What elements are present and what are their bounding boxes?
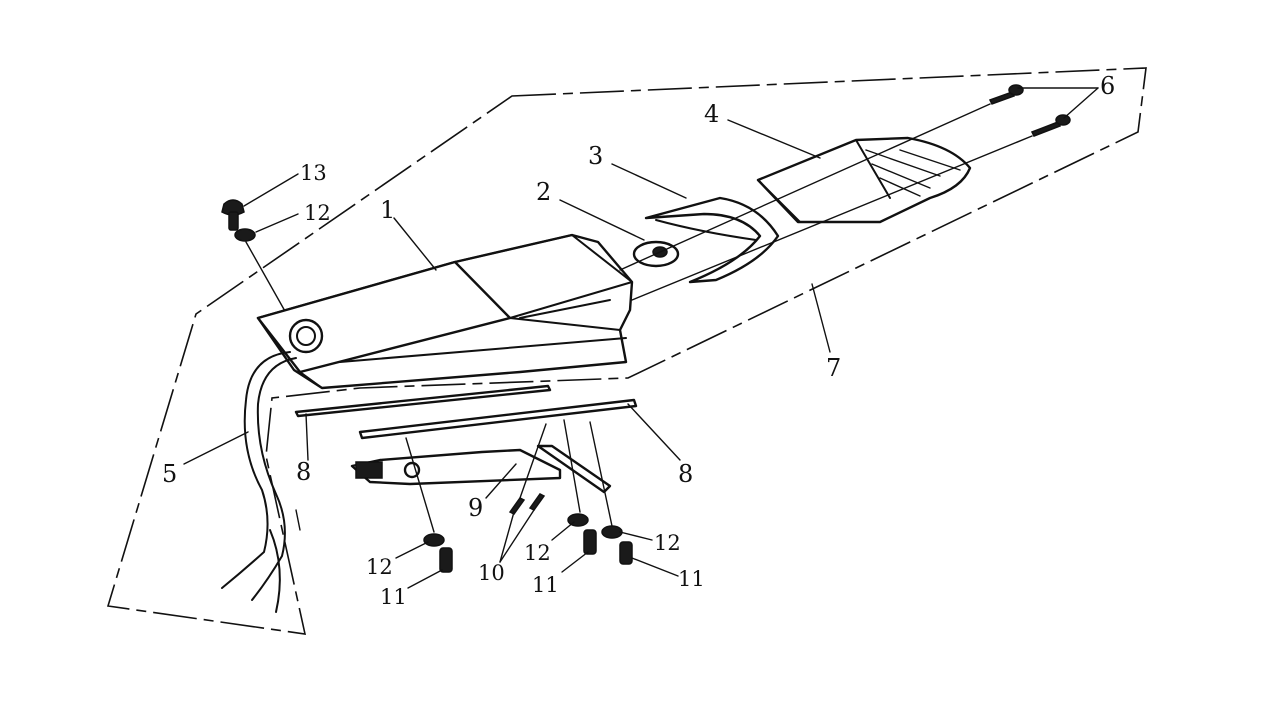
- part-8-trim-strips: [294, 384, 638, 440]
- callout-12-mid: 12: [524, 541, 551, 565]
- part-9-bracket: [350, 444, 612, 494]
- part-13-screw: [221, 199, 245, 231]
- part-6-screws: [988, 84, 1071, 137]
- part-3-gasket: [644, 196, 780, 284]
- callout-3: 3: [588, 142, 603, 170]
- callout-2: 2: [536, 178, 551, 206]
- assembly-boundary-outline: [106, 67, 1147, 635]
- part-10-screws: [508, 493, 546, 515]
- callout-7: 7: [826, 354, 841, 382]
- callout-12-left: 12: [366, 555, 393, 579]
- part-5-wiring-harness: [221, 351, 301, 613]
- callout-11-mid: 11: [532, 573, 559, 597]
- callout-12-right: 12: [654, 531, 681, 555]
- part-12-washer-top: [234, 228, 256, 242]
- callout-1: 1: [380, 196, 395, 224]
- callout-13: 13: [300, 161, 327, 185]
- part-1-light-housing: [256, 233, 634, 390]
- callout-4: 4: [704, 100, 719, 128]
- part-11-12-fasteners: [423, 513, 633, 573]
- callout-8-left: 8: [296, 458, 311, 486]
- callout-12-top: 12: [304, 201, 331, 225]
- callout-5: 5: [162, 460, 177, 488]
- callout-8-right: 8: [678, 460, 693, 488]
- part-4-lens: [756, 136, 972, 224]
- callout-6: 6: [1100, 72, 1115, 100]
- callout-10: 10: [478, 561, 505, 585]
- callout-9: 9: [468, 494, 483, 522]
- callout-11-right: 11: [678, 567, 705, 591]
- callout-11-left: 11: [380, 585, 407, 609]
